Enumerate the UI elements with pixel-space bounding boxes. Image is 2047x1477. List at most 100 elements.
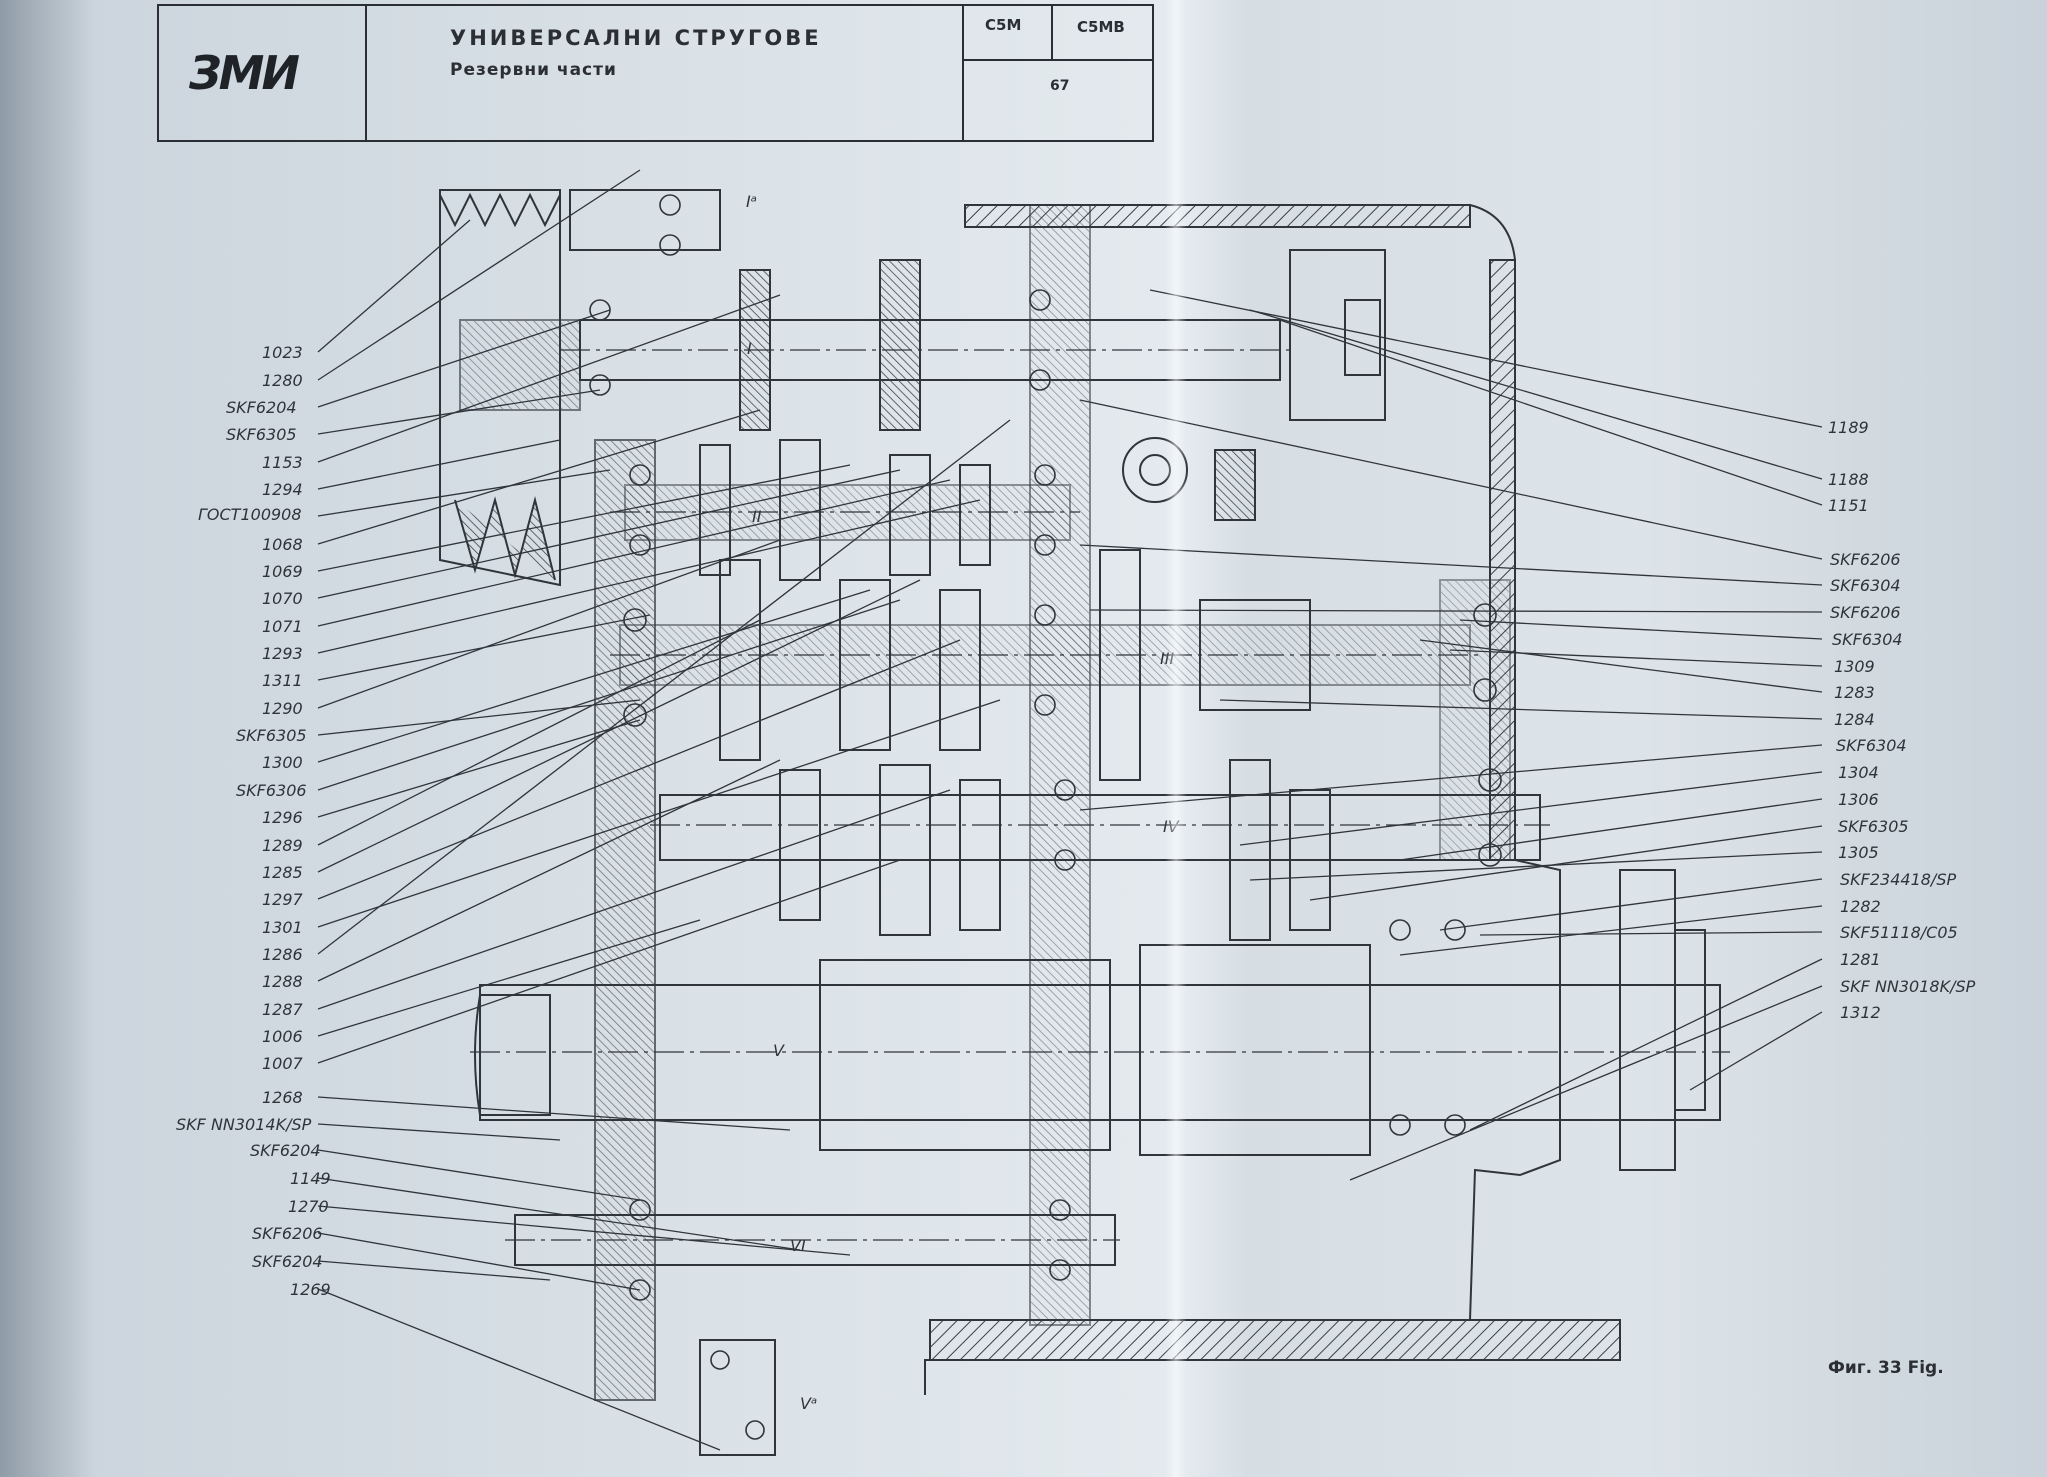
callout-left-18: 1296 xyxy=(262,808,303,827)
figure-label: Фиг. 33 Fig. xyxy=(1828,1358,1944,1378)
callout-left-3: SKF6204 xyxy=(226,398,297,417)
title-block: ЗМИ xyxy=(157,4,1154,142)
pulley-grooves-bottom xyxy=(454,496,556,581)
callout-left-26: 1006 xyxy=(262,1027,303,1046)
shaft-IV xyxy=(659,794,1541,861)
callout-left-31: 1149 xyxy=(290,1169,331,1188)
callout-right-1: 1189 xyxy=(1828,418,1869,437)
callout-left-33: SKF6206 xyxy=(252,1224,323,1243)
pulley-grooves-top xyxy=(439,192,561,228)
page-title: УНИВЕРСАЛНИ СТРУГОВЕ xyxy=(450,26,822,50)
wall-mid xyxy=(1029,204,1091,1326)
callout-right-11: SKF6304 xyxy=(1836,736,1907,755)
callout-left-11: 1071 xyxy=(262,617,303,636)
callout-right-4: SKF6206 xyxy=(1830,550,1901,569)
shaft-label-V: V xyxy=(773,1041,784,1060)
model-c5m: C5M xyxy=(985,16,1022,34)
callout-right-8: 1309 xyxy=(1834,657,1875,676)
callout-right-12: 1304 xyxy=(1838,763,1879,782)
callout-right-21: 1312 xyxy=(1840,1003,1881,1022)
page-subtitle: Резервни части xyxy=(450,60,617,80)
callout-left-20: 1285 xyxy=(262,863,303,882)
callout-left-27: 1007 xyxy=(262,1054,303,1073)
callout-left-7: ГОСТ100908 xyxy=(198,505,302,524)
callout-right-16: SKF234418/SP xyxy=(1840,870,1957,889)
left-leader-lines xyxy=(317,169,1011,1451)
callout-left-25: 1287 xyxy=(262,1000,303,1019)
title-cell xyxy=(367,6,964,140)
callout-left-34: SKF6204 xyxy=(252,1252,323,1271)
shaft-label-I: I xyxy=(747,339,752,358)
callout-right-5: SKF6304 xyxy=(1830,576,1901,595)
callout-left-24: 1288 xyxy=(262,972,303,991)
shaft-label-Ia: Iᵃ xyxy=(746,192,757,211)
callout-left-2: 1280 xyxy=(262,371,303,390)
shaft-Va xyxy=(699,1339,776,1456)
callout-right-18: SKF51118/C05 xyxy=(1840,923,1958,942)
page-fold xyxy=(1165,0,1187,1477)
friction-clutch xyxy=(739,259,921,431)
callout-right-14: SKF6305 xyxy=(1838,817,1909,836)
housing-bottom-flange xyxy=(929,1319,1621,1361)
page-edge-shadow xyxy=(0,0,95,1477)
shaft-Ia xyxy=(569,189,721,251)
callout-left-17: SKF6306 xyxy=(236,781,307,800)
callout-right-10: 1284 xyxy=(1834,710,1875,729)
callout-left-8: 1068 xyxy=(262,535,303,554)
lever-block xyxy=(1214,449,1256,521)
gear-cluster-II xyxy=(699,439,991,581)
callout-right-17: 1282 xyxy=(1840,897,1881,916)
callout-left-1: 1023 xyxy=(262,343,303,362)
callout-right-2: 1188 xyxy=(1828,470,1869,489)
callout-left-35: 1269 xyxy=(290,1280,331,1299)
bearings xyxy=(589,194,1502,1440)
callout-left-29: SKF NN3014K/SP xyxy=(176,1115,312,1134)
logo-cell: ЗМИ xyxy=(159,6,367,140)
callout-left-12: 1293 xyxy=(262,644,303,663)
callout-left-5: 1153 xyxy=(262,453,303,472)
callout-left-22: 1301 xyxy=(262,918,303,937)
spindle-flange xyxy=(1619,869,1676,1171)
callout-left-9: 1069 xyxy=(262,562,303,581)
callout-left-32: 1270 xyxy=(288,1197,329,1216)
shaft-label-VI: VI xyxy=(790,1236,806,1255)
callout-left-19: 1289 xyxy=(262,836,303,855)
callout-left-28: 1268 xyxy=(262,1088,303,1107)
model-cell-2 xyxy=(1053,6,1152,61)
spindle-gears xyxy=(819,944,1371,1156)
shaft-label-Va: Vᵃ xyxy=(800,1394,818,1413)
model-c5mb: C5MB xyxy=(1077,18,1125,36)
v-belt-pulley xyxy=(439,189,561,587)
spindle-flange-outer xyxy=(1674,929,1706,1111)
callout-right-6: SKF6206 xyxy=(1830,603,1901,622)
company-logo: ЗМИ xyxy=(189,46,300,100)
shaft-label-II: II xyxy=(752,507,762,526)
callout-right-15: 1305 xyxy=(1838,843,1879,862)
callout-left-14: 1290 xyxy=(262,699,303,718)
right-leader-lines xyxy=(1079,289,1823,1181)
housing-top-wall xyxy=(964,204,1471,228)
callout-left-13: 1311 xyxy=(262,671,303,690)
callout-left-23: 1286 xyxy=(262,945,303,964)
wall-left xyxy=(594,439,656,1401)
callout-left-21: 1297 xyxy=(262,890,303,909)
callout-left-10: 1070 xyxy=(262,589,303,608)
control-lever-hub xyxy=(1122,437,1188,503)
callout-left-16: 1300 xyxy=(262,753,303,772)
model-cell-1 xyxy=(964,6,1053,61)
callout-right-13: 1306 xyxy=(1838,790,1879,809)
page-number: 67 xyxy=(1050,78,1070,94)
callout-left-6: 1294 xyxy=(262,480,303,499)
callout-right-20: SKF NN3018K/SP xyxy=(1840,977,1976,996)
switch xyxy=(1344,299,1381,376)
callout-right-7: SKF6304 xyxy=(1832,630,1903,649)
gear-cluster-IV xyxy=(779,759,1331,941)
callout-left-30: SKF6204 xyxy=(250,1141,321,1160)
callout-right-19: 1281 xyxy=(1840,950,1881,969)
callout-left-15: SKF6305 xyxy=(236,726,307,745)
callout-right-9: 1283 xyxy=(1834,683,1875,702)
spindle-nose xyxy=(474,994,551,1116)
brake-housing xyxy=(1289,249,1386,421)
